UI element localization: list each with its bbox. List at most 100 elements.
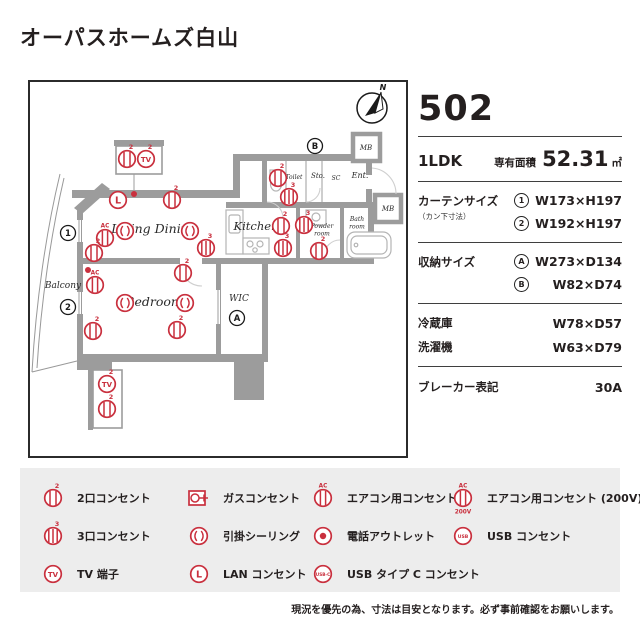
legend-item: ガスコンセント [182,480,300,516]
washer-row: 洗濯機 W63×D79 [418,335,622,359]
storage-value-b: W82×D74 [552,277,622,292]
outlet2-symbol: 2 [43,482,63,508]
svg-text:2: 2 [96,237,101,245]
outlet3-icon: 3 [43,520,63,546]
legend-label: 電話アウトレット [347,530,435,543]
meter-box-right [372,192,404,225]
breaker-value: 30A [594,379,622,395]
svg-text:1: 1 [65,229,71,239]
outlet2-symbol: 2 [162,184,182,210]
gas-symbol [188,490,208,506]
legend-label: 2口コンセント [77,492,151,505]
svg-text:L: L [196,569,202,580]
svg-text:2: 2 [185,257,190,265]
room-label: Ent. [351,171,369,180]
ac-symbol: AC [95,224,115,248]
svg-text:200V: 200V [455,510,472,516]
storage-row-b: B W82×D74 [514,277,622,292]
svg-text:2: 2 [283,210,288,218]
circle-mark-2: 2 [514,216,529,231]
layout-type: 1LDK [418,152,463,170]
outlet2-symbol: 2 [83,315,103,341]
unit-info-panel: 502 1LDK 専有面積 52.31 ㎡ カーテンサイズ （カン下寸法） 1 … [418,92,622,407]
legend-label: 3口コンセント [77,530,151,543]
divider [418,136,622,137]
lan-symbol: L [108,190,128,210]
room-label: MB [381,205,394,213]
outlet2-symbol: 2 [268,162,288,188]
outlet2-icon: 2 [43,482,63,508]
legend-item: AC エアコン用コンセント [306,480,457,516]
curtain-value-2: W192×H197 [535,216,622,231]
tv-icon: TV [43,564,63,584]
svg-text:3: 3 [291,181,296,189]
circled-mark-1: 1 [59,224,77,242]
ac200-symbol: AC 200V [453,484,473,516]
circle-mark-a: A [514,254,529,269]
tv-symbol: TV2 [136,143,156,169]
ceiling-symbol [189,526,209,546]
washer-value: W63×D79 [552,339,622,355]
fridge-row: 冷蔵庫 W78×D57 [418,311,622,335]
tv-symbol: TV [43,564,63,584]
curtain-size-label: カーテンサイズ [418,194,499,208]
svg-text:2: 2 [95,315,100,323]
room-label: Kitchen [233,219,279,233]
svg-text:USB-C: USB-C [316,572,330,577]
fridge-label: 冷蔵庫 [418,316,453,330]
svg-text:2: 2 [129,143,134,151]
legend-item: USB-C USB タイプ C コンセント [306,556,480,592]
compass-icon: N [356,83,388,124]
phone-legend-symbol [313,526,333,546]
divider [418,181,622,182]
meter-box-top [350,131,383,164]
area-label: 専有面積 [494,157,537,169]
svg-text:L: L [115,195,121,206]
legend-label: USB コンセント [487,530,572,543]
room-label: Toilet [286,174,304,181]
svg-text:3: 3 [55,520,60,528]
callout-top-wall [114,140,164,146]
outlet2-symbol: 2 [117,143,137,169]
page-title: オーパスホームズ白山 [20,26,240,50]
outlet2-symbol: 2 [173,257,193,283]
outlet2-symbol: 2 [167,314,187,340]
compass-north-label: N [380,83,387,92]
circled-mark-a: A [228,309,246,327]
area-value: 52.31 [542,147,609,171]
room-label: WIC [229,294,249,304]
lan-icon: L [189,564,209,584]
phone-symbol [131,191,137,197]
svg-text:TV: TV [102,381,113,389]
legend-label: USB タイプ C コンセント [347,568,480,581]
disclaimer-note: 現況を優先の為、寸法は目安となります。必ず事前確認をお願いします。 [291,605,619,616]
room-label: Sto. [311,172,325,180]
outlet3-symbol: 3 [273,232,293,258]
gas-icon [188,490,208,506]
svg-text:AC: AC [319,484,328,490]
svg-text:2: 2 [65,303,71,313]
divider [418,366,622,367]
svg-text:A: A [234,314,241,324]
balcony-bottom-line [31,360,78,373]
outlet2-symbol: 2 [97,393,117,419]
svg-text:2: 2 [321,235,326,243]
svg-text:TV: TV [141,156,152,164]
phone-legend-icon [313,526,333,546]
ceiling-symbol [115,293,135,313]
curtain-row-2: 2 W192×H197 [514,216,622,231]
ceiling-symbol [115,221,135,241]
svg-text:2: 2 [179,314,184,322]
ac200-icon: AC 200V [453,484,473,516]
legend-label: エアコン用コンセント [347,492,457,505]
legend-item: 2 2口コンセント [36,480,151,516]
svg-text:AC: AC [459,484,468,490]
curtain-size-section: カーテンサイズ （カン下寸法） 1 W173×H197 2 W192×H197 [418,182,622,242]
balcony-edge-line [31,173,61,373]
